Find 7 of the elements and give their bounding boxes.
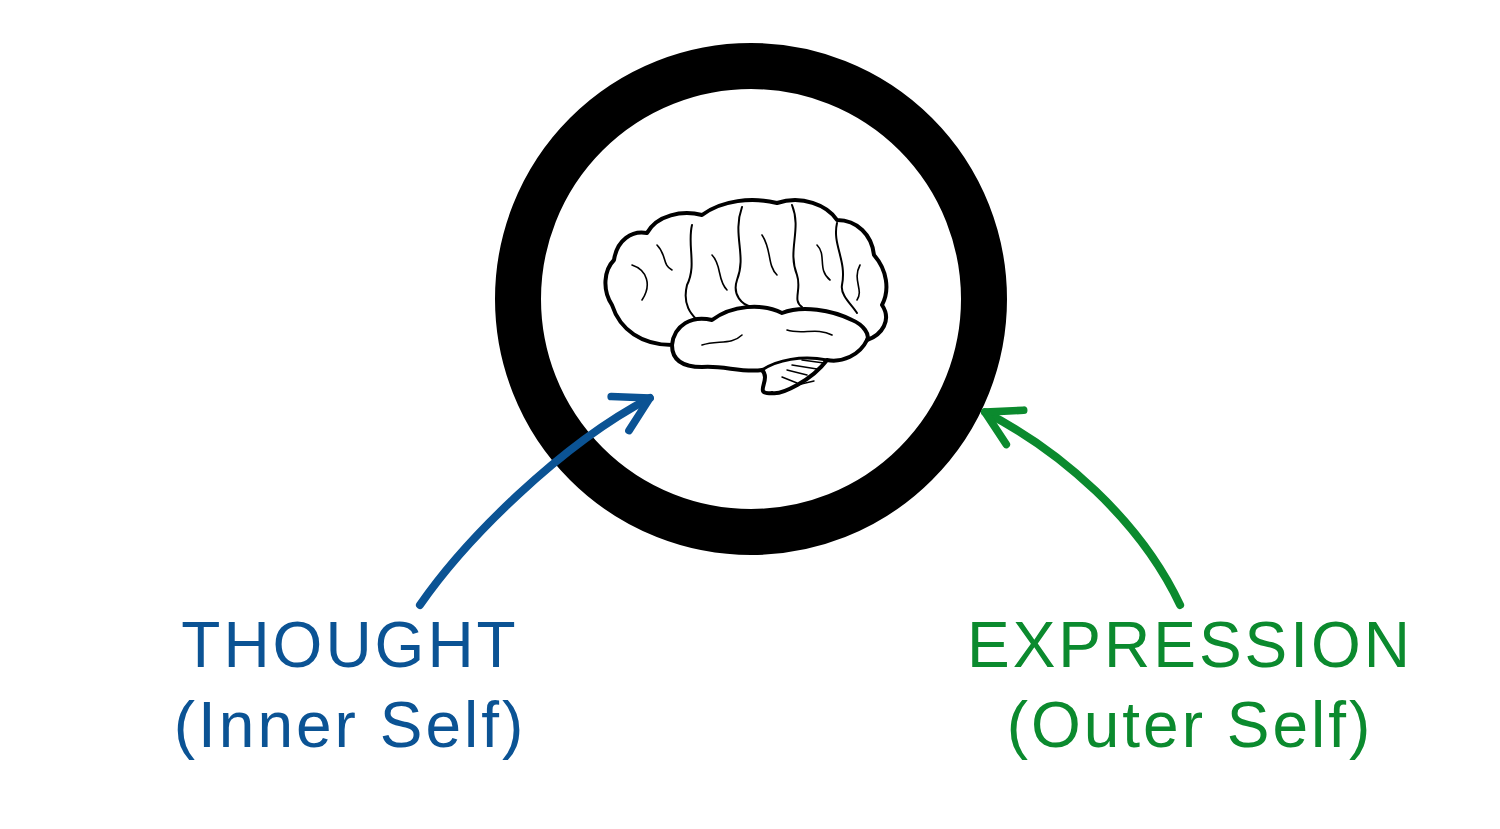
heading-text: THOUGHT (180, 608, 520, 683)
arrow (981, 407, 1185, 609)
subheading-text: (Outer Self) (1005, 688, 1375, 763)
heading-text: EXPRESSION (965, 608, 1415, 683)
ring (495, 43, 1007, 555)
arrow (415, 393, 654, 609)
subheading-text: (Inner Self) (172, 688, 528, 763)
